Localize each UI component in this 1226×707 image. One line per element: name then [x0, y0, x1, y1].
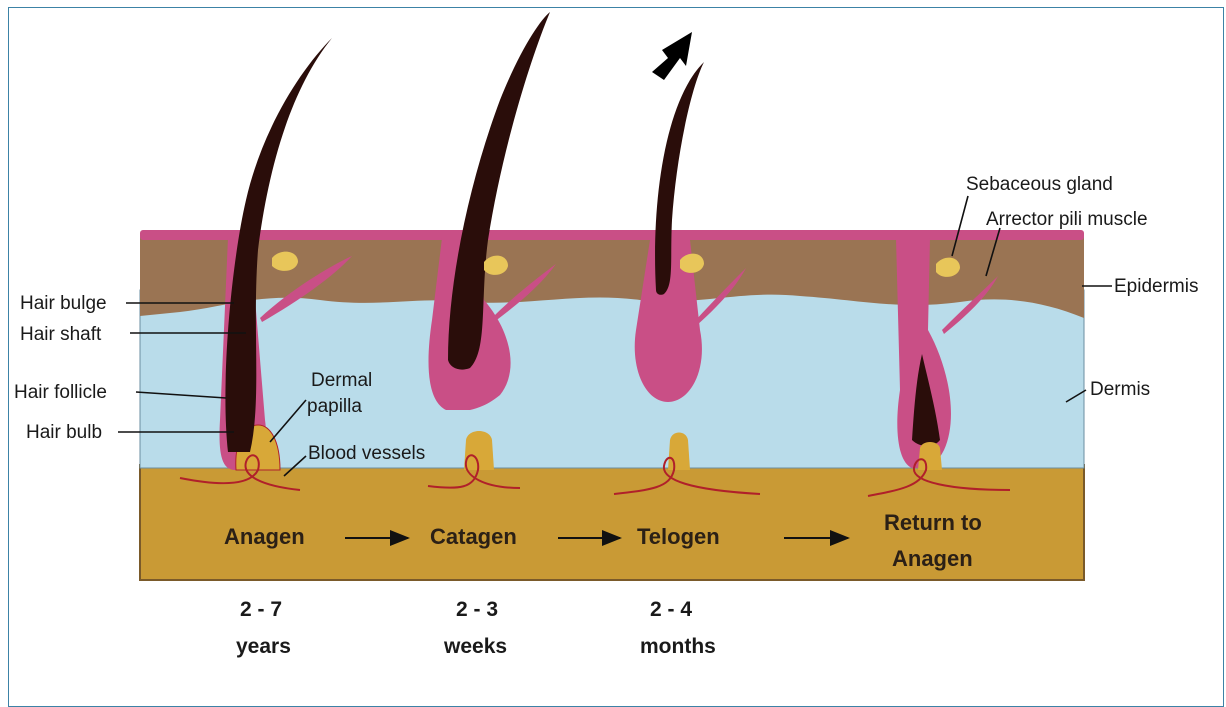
duration-telogen-range: 2 - 4 [650, 598, 692, 621]
duration-anagen-range: 2 - 7 [240, 598, 282, 621]
label-arrector-pili: Arrector pili muscle [986, 209, 1148, 230]
label-hair-shaft: Hair shaft [20, 324, 102, 345]
label-dermal-papilla-line1: Dermal [311, 370, 372, 391]
sebaceous-gland [272, 252, 298, 271]
label-hair-follicle: Hair follicle [14, 382, 107, 403]
shedding-arrow [652, 32, 692, 80]
duration-catagen-unit: weeks [443, 635, 507, 658]
dermal-papilla [918, 442, 942, 470]
stage-anagen: Anagen [224, 524, 305, 549]
duration-telogen-unit: months [640, 635, 716, 658]
label-dermis: Dermis [1090, 379, 1150, 400]
label-dermal-papilla-line2: papilla [307, 396, 362, 417]
label-sebaceous-gland: Sebaceous gland [966, 174, 1113, 195]
stage-catagen: Catagen [430, 524, 517, 549]
skin-surface [140, 230, 1084, 240]
duration-anagen-unit: years [236, 635, 291, 658]
stage-return-line1: Return to [884, 510, 982, 535]
stage-return-line2: Anagen [892, 546, 973, 571]
dermal-papilla [668, 433, 690, 471]
label-hair-bulb: Hair bulb [26, 422, 102, 443]
label-blood-vessels: Blood vessels [308, 443, 425, 464]
label-hair-bulge: Hair bulge [20, 293, 107, 314]
stage-telogen: Telogen [637, 524, 720, 549]
label-epidermis: Epidermis [1114, 276, 1198, 297]
duration-catagen-range: 2 - 3 [456, 598, 498, 621]
